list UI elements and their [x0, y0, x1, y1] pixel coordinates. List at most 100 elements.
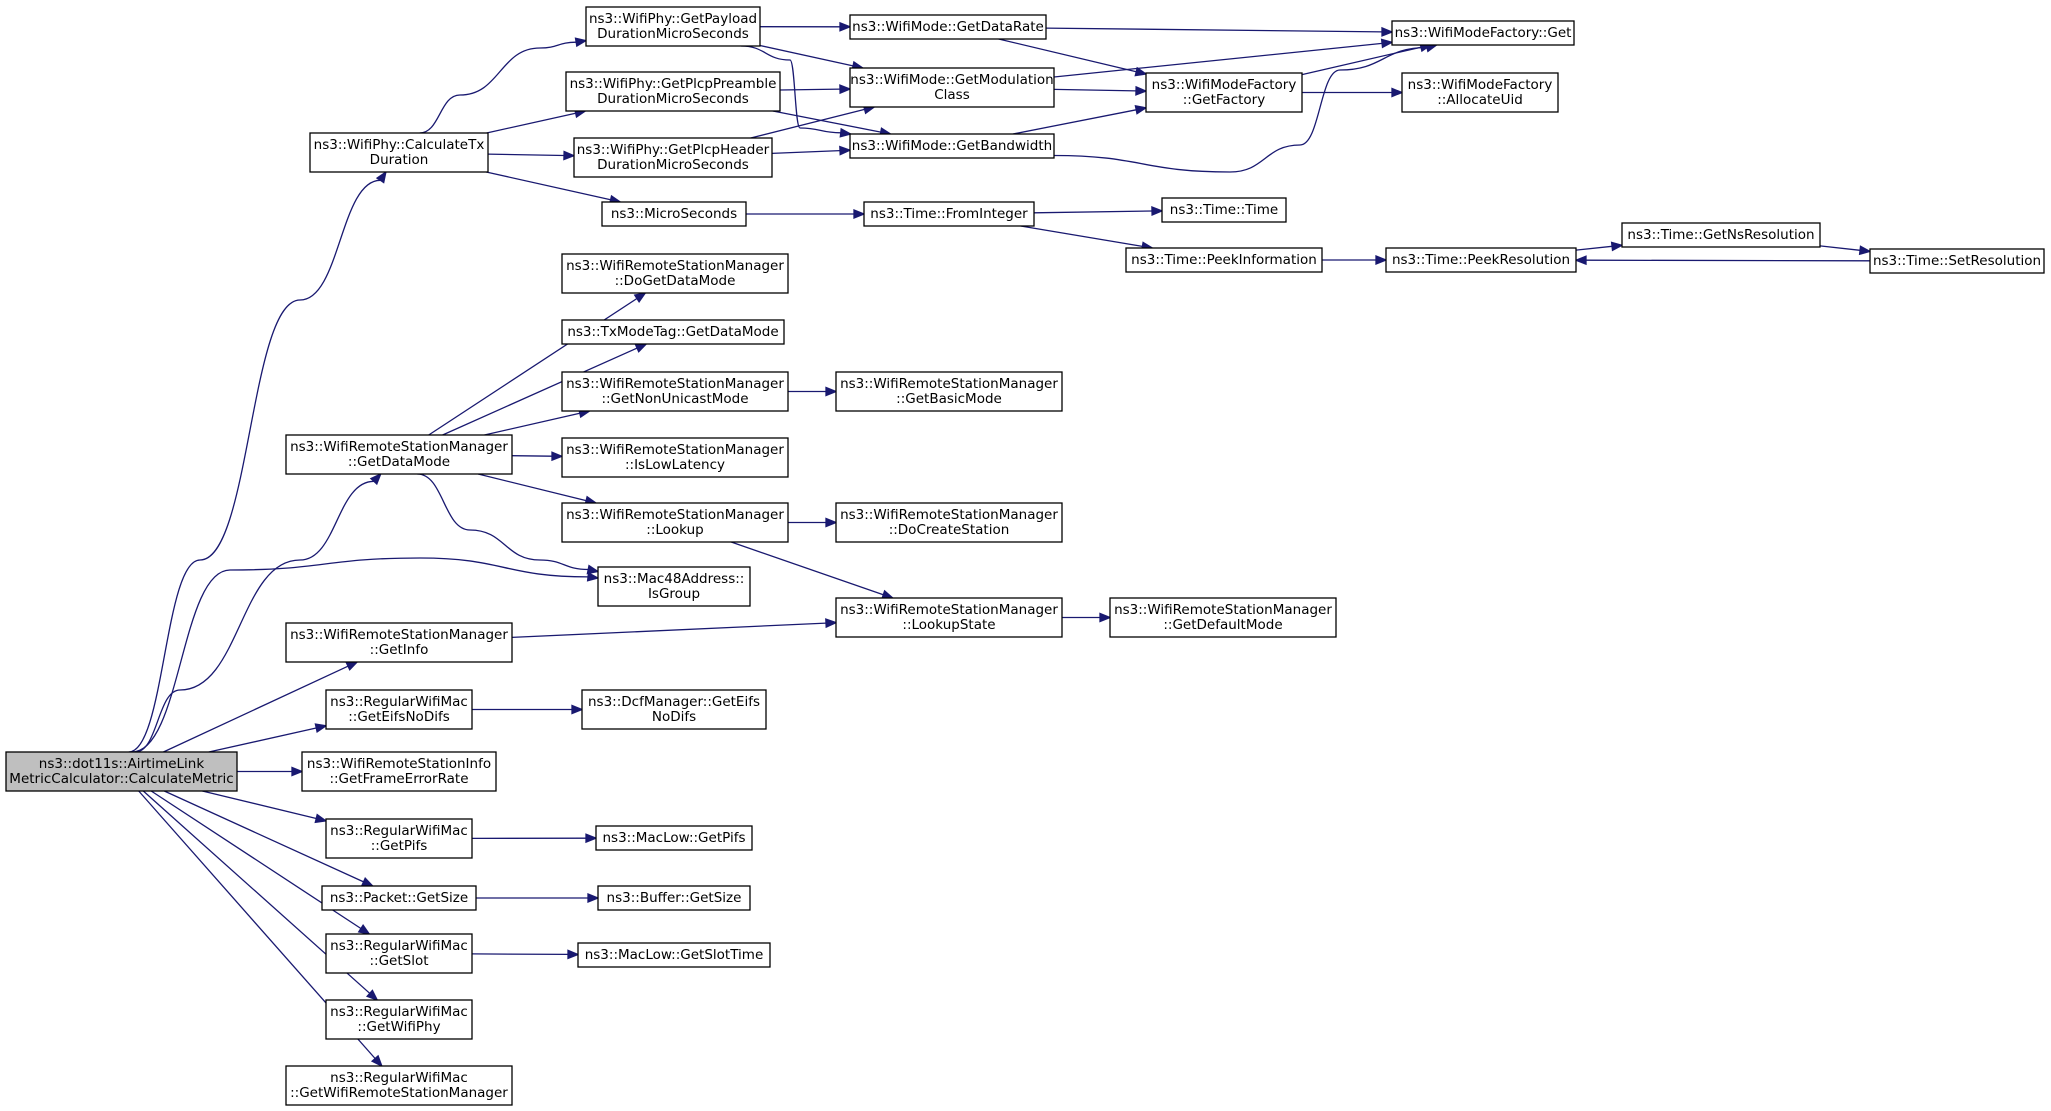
node-label: ::GetNonUnicastMode: [601, 391, 748, 407]
edge-line: [164, 790, 364, 883]
node-isLowLatency[interactable]: ns3::WifiRemoteStationManager::IsLowLate…: [561, 437, 789, 478]
edge-line: [771, 149, 841, 155]
node-microSeconds[interactable]: ns3::MicroSeconds: [601, 201, 747, 227]
edge-line: [419, 41, 577, 134]
node-box: [1401, 72, 1559, 113]
edge-lookup-to-lookupState: [730, 541, 895, 600]
edge-packetGetSize-to-bufferGetSize: [476, 893, 600, 903]
node-box: [1161, 197, 1287, 223]
node-box: [601, 201, 747, 227]
edge-line: [1033, 210, 1153, 214]
node-getEifsNoDifs[interactable]: ns3::RegularWifiMac::GetEifsNoDifs: [325, 689, 473, 730]
node-getDataMode[interactable]: ns3::WifiRemoteStationManager::GetDataMo…: [285, 434, 513, 475]
node-getSlot[interactable]: ns3::RegularWifiMac::GetSlot: [325, 933, 473, 974]
node-label: ns3::RegularWifiMac: [330, 938, 468, 954]
arrowhead: [633, 292, 647, 303]
edge-line: [1575, 245, 1613, 251]
node-getDefaultMode[interactable]: ns3::WifiRemoteStationManager::GetDefaul…: [1109, 597, 1337, 638]
node-getWifiPhy[interactable]: ns3::RegularWifiMac::GetWifiPhy: [325, 999, 473, 1040]
node-root: ns3::dot11s::AirtimeLinkMetricCalculator…: [5, 751, 238, 792]
edge-line: [487, 153, 565, 157]
node-label: ns3::WifiMode::GetDataRate: [852, 19, 1044, 35]
node-label: DurationMicroSeconds: [597, 91, 749, 107]
node-peekInfo[interactable]: ns3::Time::PeekInformation: [1125, 247, 1323, 273]
node-header[interactable]: ns3::WifiPhy::GetPlcpHeaderDurationMicro…: [573, 137, 773, 178]
node-label: ns3::MacLow::GetSlotTime: [585, 947, 764, 963]
node-label: ns3::WifiRemoteStationInfo: [307, 756, 491, 772]
edge-root-to-getSlot: [150, 790, 371, 935]
node-box: [285, 622, 513, 663]
edge-line: [131, 557, 589, 753]
node-macLowPifs[interactable]: ns3::MacLow::GetPifs: [595, 825, 753, 851]
node-macLowSlot[interactable]: ns3::MacLow::GetSlotTime: [577, 942, 771, 968]
edge-line: [511, 455, 553, 457]
edge-line: [730, 541, 884, 596]
arrowhead: [345, 661, 359, 671]
node-label: ns3::WifiRemoteStationManager: [566, 507, 784, 523]
node-timeTime[interactable]: ns3::Time::Time: [1161, 197, 1287, 223]
node-txModeTag[interactable]: ns3::TxModeTag::GetDataMode: [561, 319, 785, 345]
node-label: ns3::WifiRemoteStationManager: [840, 376, 1058, 392]
node-getNsRes[interactable]: ns3::Time::GetNsResolution: [1621, 222, 1821, 248]
arrowhead: [370, 1054, 383, 1068]
node-fromInteger[interactable]: ns3::Time::FromInteger: [863, 201, 1035, 227]
node-lookupState[interactable]: ns3::WifiRemoteStationManager::LookupSta…: [835, 597, 1063, 638]
edge-line: [486, 171, 611, 201]
node-getDataRate[interactable]: ns3::WifiMode::GetDataRate: [849, 14, 1047, 40]
node-box: [595, 825, 753, 851]
edge-getModClass-to-factoryGet: [1053, 38, 1394, 78]
node-label: ::DoGetDataMode: [615, 273, 736, 289]
node-label: ::Lookup: [646, 522, 703, 538]
edge-getInfo-to-lookupState: [511, 618, 838, 639]
node-box: [301, 751, 497, 792]
edge-getDataRate-to-factoryGet: [1045, 26, 1394, 37]
arrowhead: [1375, 255, 1388, 265]
node-getEifs[interactable]: ns3::DcfManager::GetEifsNoDifs: [581, 689, 767, 730]
node-label: ns3::WifiPhy::GetPlcpHeader: [577, 142, 770, 158]
node-getWifiRSM[interactable]: ns3::RegularWifiMac::GetWifiRemoteStatio…: [285, 1065, 513, 1106]
edge-root-to-getDataMode: [135, 472, 382, 753]
node-preamble[interactable]: ns3::WifiPhy::GetPlcpPreambleDurationMic…: [565, 71, 781, 112]
node-bufferGetSize[interactable]: ns3::Buffer::GetSize: [597, 885, 751, 911]
arrowhead: [571, 704, 584, 715]
node-getInfo[interactable]: ns3::WifiRemoteStationManager::GetInfo: [285, 622, 513, 663]
arrowhead: [1858, 245, 1872, 256]
arrowhead: [1134, 66, 1148, 77]
node-getBandwidth[interactable]: ns3::WifiMode::GetBandwidth: [849, 133, 1055, 159]
node-factoryGet[interactable]: ns3::WifiModeFactory::Get: [1391, 20, 1575, 46]
node-isGroup[interactable]: ns3::Mac48Address::IsGroup: [597, 566, 751, 607]
node-box: [325, 689, 473, 730]
node-label: ns3::WifiRemoteStationManager: [566, 376, 784, 392]
node-setRes[interactable]: ns3::Time::SetResolution: [1869, 248, 2045, 274]
node-peekRes[interactable]: ns3::Time::PeekResolution: [1385, 247, 1577, 273]
node-box: [1391, 20, 1575, 46]
node-box: [561, 437, 789, 478]
node-box: [849, 133, 1055, 159]
node-doCreateStation[interactable]: ns3::WifiRemoteStationManager::DoCreateS…: [835, 502, 1063, 543]
node-getPifs[interactable]: ns3::RegularWifiMac::GetPifs: [325, 818, 473, 859]
arrowhead: [574, 37, 588, 48]
node-label: ::LookupState: [902, 617, 995, 633]
node-payload[interactable]: ns3::WifiPhy::GetPayloadDurationMicroSec…: [585, 6, 761, 47]
edge-line: [779, 88, 841, 91]
node-getNonUnicast[interactable]: ns3::WifiRemoteStationManager::GetNonUni…: [561, 371, 789, 412]
node-packetGetSize[interactable]: ns3::Packet::GetSize: [321, 885, 477, 911]
node-label: Duration: [370, 152, 429, 168]
node-box: [849, 67, 1055, 108]
arrowhead: [1135, 85, 1148, 96]
node-label: ns3::Time::SetResolution: [1873, 253, 2041, 269]
node-lookup[interactable]: ns3::WifiRemoteStationManager::Lookup: [561, 502, 789, 543]
node-allocateUid[interactable]: ns3::WifiModeFactory::AllocateUid: [1401, 72, 1559, 113]
node-getBasicMode[interactable]: ns3::WifiRemoteStationManager::GetBasicM…: [835, 371, 1063, 412]
node-box: [561, 319, 785, 345]
node-label: NoDifs: [652, 709, 696, 725]
node-getFrameErrorRate[interactable]: ns3::WifiRemoteStationInfo::GetFrameErro…: [301, 751, 497, 792]
node-doGetDataMode[interactable]: ns3::WifiRemoteStationManager::DoGetData…: [561, 253, 789, 294]
arrowhead: [567, 949, 580, 960]
node-getFactory[interactable]: ns3::WifiModeFactory::GetFactory: [1145, 72, 1303, 113]
node-box: [573, 137, 773, 178]
node-box: [325, 818, 473, 859]
